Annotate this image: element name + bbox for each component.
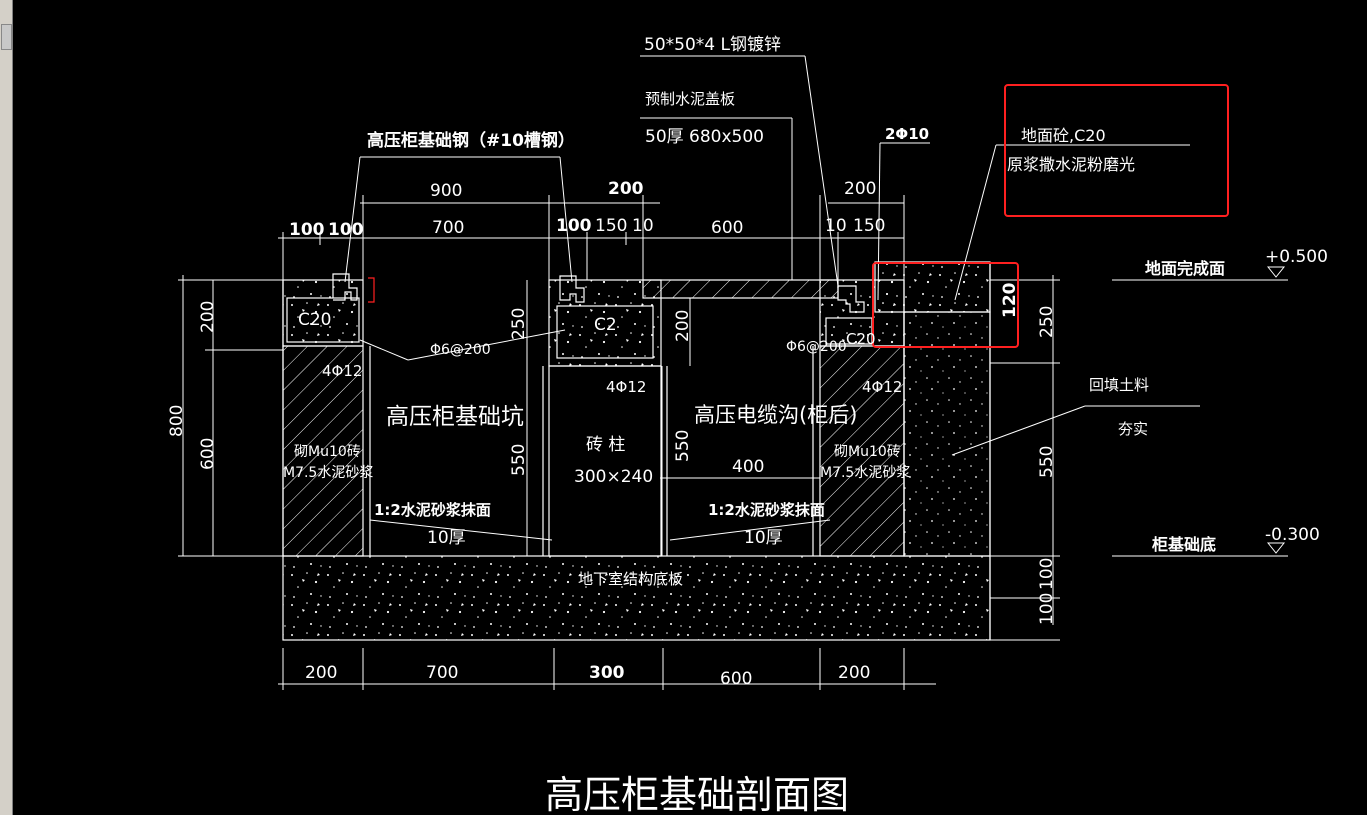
left-brick-wall <box>282 345 364 557</box>
label-floor-finish: 原浆撒水泥粉磨光 <box>1007 155 1135 174</box>
dim-10-b: 10 <box>825 216 847 236</box>
label-pillar-size: 300×240 <box>574 467 653 487</box>
label-pillar: 砖 柱 <box>586 435 625 455</box>
dim-150-b: 150 <box>853 216 885 236</box>
dim-200-inner: 200 <box>673 310 693 342</box>
label-rebar-mid: 4Φ12 <box>606 378 646 396</box>
label-rebar-top: 2Φ10 <box>885 125 929 143</box>
label-base-slab: 地下室结构底板 <box>578 570 683 588</box>
dim-100-b: 100 <box>328 220 364 240</box>
dim-150-a: 150 <box>595 216 627 236</box>
elevation-base-label: 柜基础底 <box>1152 535 1216 554</box>
dim-700-bottom: 700 <box>426 663 458 683</box>
label-c20-left: C20 <box>298 310 332 330</box>
dim-600-left: 600 <box>198 438 218 470</box>
label-phi6-left: Φ6@200 <box>430 342 491 358</box>
dim-800: 800 <box>167 405 187 437</box>
highlight-box-slab <box>872 262 1019 348</box>
dim-550-inner-a: 550 <box>509 444 529 476</box>
elevation-mark-bottom <box>1266 542 1286 554</box>
label-cable-trench: 高压电缆沟(柜后) <box>694 403 857 427</box>
dim-120: 120 <box>1000 282 1020 318</box>
label-rebar-right: 4Φ12 <box>862 378 902 396</box>
dim-300-bottom: 300 <box>589 663 625 683</box>
dim-10-a: 10 <box>632 216 654 236</box>
label-mortar-right-thk: 10厚 <box>744 528 783 548</box>
dim-100-right-a: 100 <box>1037 558 1057 590</box>
label-cover-size: 50厚 680x500 <box>645 127 764 147</box>
label-brick-left-1: 砌Mu10砖 <box>294 444 361 460</box>
window-scrollbar[interactable] <box>0 0 13 815</box>
label-brick-left-2: M7.5水泥砂浆 <box>283 465 373 481</box>
dimension-lines <box>178 55 1288 690</box>
dim-200-left: 200 <box>198 301 218 333</box>
scrollbar-thumb[interactable] <box>1 24 12 50</box>
dim-550-right: 550 <box>1037 446 1057 478</box>
label-mortar-right: 1:2水泥砂浆抹面 <box>708 501 825 519</box>
cover-plate <box>642 279 839 299</box>
drawing-title: 高压柜基础剖面图 <box>545 773 849 815</box>
label-backfill: 回填土料 <box>1089 376 1149 394</box>
label-brick-right-1: 砌Mu10砖 <box>834 444 901 460</box>
highlight-box-note <box>1004 84 1229 217</box>
elevation-base-value: -0.300 <box>1265 525 1320 545</box>
dim-200-bottom-right: 200 <box>838 663 870 683</box>
structure-lines <box>282 261 991 641</box>
label-pit: 高压柜基础坑 <box>386 404 524 430</box>
dim-550-inner-b: 550 <box>673 430 693 462</box>
dim-250-right: 250 <box>1037 306 1057 338</box>
dim-200-top-right: 200 <box>844 179 876 199</box>
dim-100-c: 100 <box>556 216 592 236</box>
right-brick-wall <box>819 345 905 557</box>
dim-600-top: 600 <box>711 218 743 238</box>
label-mortar-left-thk: 10厚 <box>427 528 466 548</box>
dim-400: 400 <box>732 457 764 477</box>
label-compacted: 夯实 <box>1118 420 1148 438</box>
elevation-floor-label: 地面完成面 <box>1145 259 1225 278</box>
dim-900: 900 <box>430 181 462 201</box>
base-slab <box>282 555 991 641</box>
dim-600-bottom: 600 <box>720 669 752 689</box>
label-rebar-left: 4Φ12 <box>322 362 362 380</box>
label-phi6-right: Φ6@200 <box>786 339 847 355</box>
mid-beam <box>548 279 662 367</box>
left-beam <box>282 279 364 347</box>
label-cover-plate: 预制水泥盖板 <box>645 90 735 108</box>
elevation-mark-top <box>1266 266 1286 278</box>
dim-100-right-b: 100 <box>1037 593 1057 625</box>
label-c20-right: C20 <box>846 330 876 348</box>
backfill <box>903 311 991 557</box>
elevation-floor-value: +0.500 <box>1265 247 1328 267</box>
label-channel-steel: 高压柜基础钢（#10槽钢） <box>367 130 575 151</box>
dim-100-a: 100 <box>289 220 325 240</box>
label-c20-mid: C2 <box>594 315 617 335</box>
label-mortar-left: 1:2水泥砂浆抹面 <box>374 501 491 519</box>
label-brick-right-2: M7.5水泥砂浆 <box>820 465 910 481</box>
label-floor-concrete: 地面砼,C20 <box>1021 126 1106 145</box>
dim-200-bottom-left: 200 <box>305 663 337 683</box>
red-marker-left <box>368 277 375 303</box>
floor-slab <box>874 261 991 313</box>
label-angle-steel: 50*50*4 L钢镀锌 <box>644 35 781 55</box>
dim-250-inner: 250 <box>509 308 529 340</box>
dim-200-top-left: 200 <box>608 179 644 199</box>
dim-700-top: 700 <box>432 218 464 238</box>
